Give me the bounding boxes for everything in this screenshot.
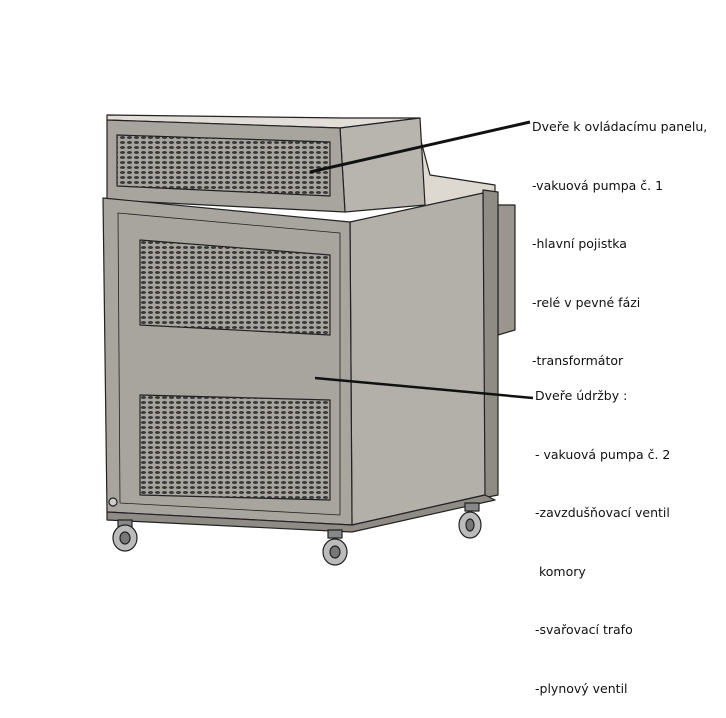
annotation-item: -svařovací trafo	[535, 622, 633, 637]
annotation-item: komory	[535, 563, 586, 579]
annotation-item: - vakuová pumpa č. 2	[535, 446, 671, 462]
upper-grille	[139, 239, 331, 336]
side-bracket	[497, 204, 516, 336]
annotation-item: -plynový ventil	[535, 680, 628, 696]
control-panel-door-annotation: Dveře k ovládacímu panelu, -vakuová pump…	[532, 78, 707, 390]
caster-wheel	[112, 519, 138, 552]
annotation-item: -transformátor	[532, 353, 624, 368]
annotation-title: Dveře údržby :	[535, 388, 628, 403]
annotation-item: -hlavní pojistka	[532, 236, 627, 251]
control-panel-grille	[116, 134, 331, 197]
door-lock[interactable]	[108, 497, 118, 507]
annotation-item: -vakuová pumpa č. 1	[532, 177, 664, 193]
annotation-title: Dveře k ovládacímu panelu,	[532, 119, 708, 134]
maintenance-door-annotation: Dveře údržby : - vakuová pumpa č. 2 -zav…	[535, 347, 670, 718]
caster-wheel	[322, 529, 348, 566]
lower-grille	[139, 394, 331, 501]
caster-wheel	[458, 502, 482, 539]
leader-line-control-panel	[309, 120, 531, 174]
cabinet-base	[106, 494, 496, 533]
leader-line-maintenance	[314, 376, 534, 400]
door-inner-frame	[117, 212, 341, 516]
machine-cabinet-drawing	[102, 114, 534, 566]
top-box-side	[339, 117, 426, 213]
annotation-item: -zavzdušňovací ventil	[535, 505, 670, 520]
main-body-side	[349, 192, 486, 526]
annotation-item: -relé v pevné fázi	[532, 294, 641, 310]
